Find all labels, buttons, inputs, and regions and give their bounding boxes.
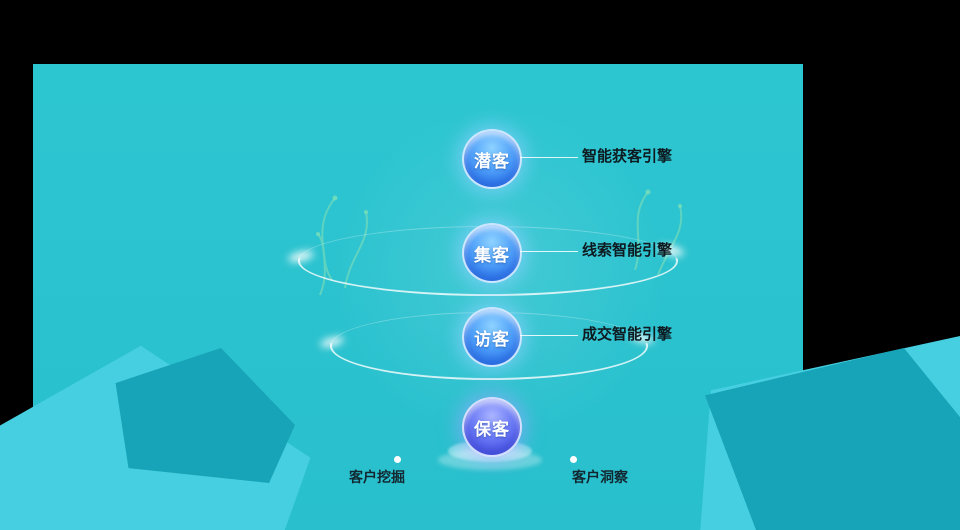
footer-dot-insight	[570, 456, 577, 463]
orb-potential-customers: 潜客	[462, 129, 522, 189]
footer-label-customer-mining: 客户挖掘	[349, 469, 405, 485]
footer-dot-mining	[394, 456, 401, 463]
orb-label-gathered: 集客	[474, 245, 510, 265]
engine-label-acquisition: 智能获客引擎	[582, 148, 673, 165]
connector-line-leads	[520, 251, 578, 252]
connector-line-deal	[520, 335, 578, 336]
engine-label-leads: 线索智能引擎	[582, 242, 673, 259]
orb-retained-customers: 保客	[462, 397, 522, 457]
orb-label-retained: 保客	[474, 419, 510, 439]
engine-label-deal: 成交智能引擎	[582, 326, 673, 343]
connector-line-acquisition	[520, 157, 578, 158]
footer-label-customer-insight: 客户洞察	[572, 469, 628, 485]
orb-label-visitors: 访客	[474, 329, 510, 349]
orb-visitors: 访客	[462, 307, 522, 367]
orb-gathered-customers: 集客	[462, 223, 522, 283]
orb-label-potential: 潜客	[474, 151, 510, 171]
